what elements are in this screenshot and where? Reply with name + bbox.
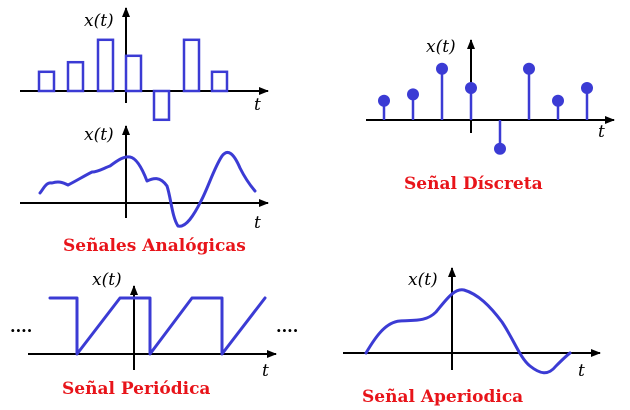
stem-dot — [523, 62, 535, 75]
pulse-train — [37, 38, 229, 122]
aperiodic-caption: Señal Aperiodica — [362, 387, 523, 407]
x-axis-label: t — [578, 361, 585, 381]
pulse-bar — [182, 38, 201, 93]
x-axis-label: t — [598, 122, 605, 142]
left-ellipsis: .... — [10, 317, 32, 336]
aperiodic-signal-curve — [364, 288, 572, 375]
y-axis-label: x(t) — [84, 11, 114, 31]
analog-caption: Señales Analógicas — [63, 236, 246, 256]
stem-dot — [552, 94, 564, 107]
y-axis-label: x(t) — [92, 270, 122, 290]
discrete-caption: Señal Díscreta — [404, 174, 543, 194]
stem-dot — [465, 82, 477, 94]
stem-dot — [436, 62, 448, 75]
pulse-bar — [37, 70, 56, 93]
periodic-caption: Señal Periódica — [62, 379, 210, 399]
analog-signal-curve — [38, 151, 257, 228]
x-axis-label: t — [254, 95, 261, 115]
pulse-bar — [210, 70, 229, 93]
pulse-bar — [124, 54, 143, 93]
pulse-bar — [66, 60, 85, 93]
y-axis-label: x(t) — [84, 125, 114, 145]
y-axis-label: x(t) — [408, 270, 438, 290]
y-axis-label: x(t) — [426, 37, 456, 57]
stem-dot — [378, 94, 390, 107]
stem-dot — [407, 88, 419, 101]
discrete-stems — [378, 62, 593, 155]
x-axis-label: t — [262, 361, 269, 381]
stem-dot — [581, 82, 593, 94]
aperiodic-panel: x(t) t — [343, 267, 601, 381]
right-ellipsis: .... — [276, 317, 298, 336]
analog-continuous-panel: x(t) t — [20, 125, 269, 233]
analog-pulse-panel: x(t) t — [20, 7, 269, 122]
x-axis-label: t — [254, 213, 261, 233]
periodic-panel: .... .... x(t) t — [10, 270, 298, 381]
pulse-bar — [152, 89, 171, 122]
discrete-panel: x(t) t — [366, 37, 615, 155]
stem-dot — [494, 142, 506, 155]
pulse-bar — [96, 38, 115, 93]
periodic-signal-curve — [48, 296, 267, 356]
